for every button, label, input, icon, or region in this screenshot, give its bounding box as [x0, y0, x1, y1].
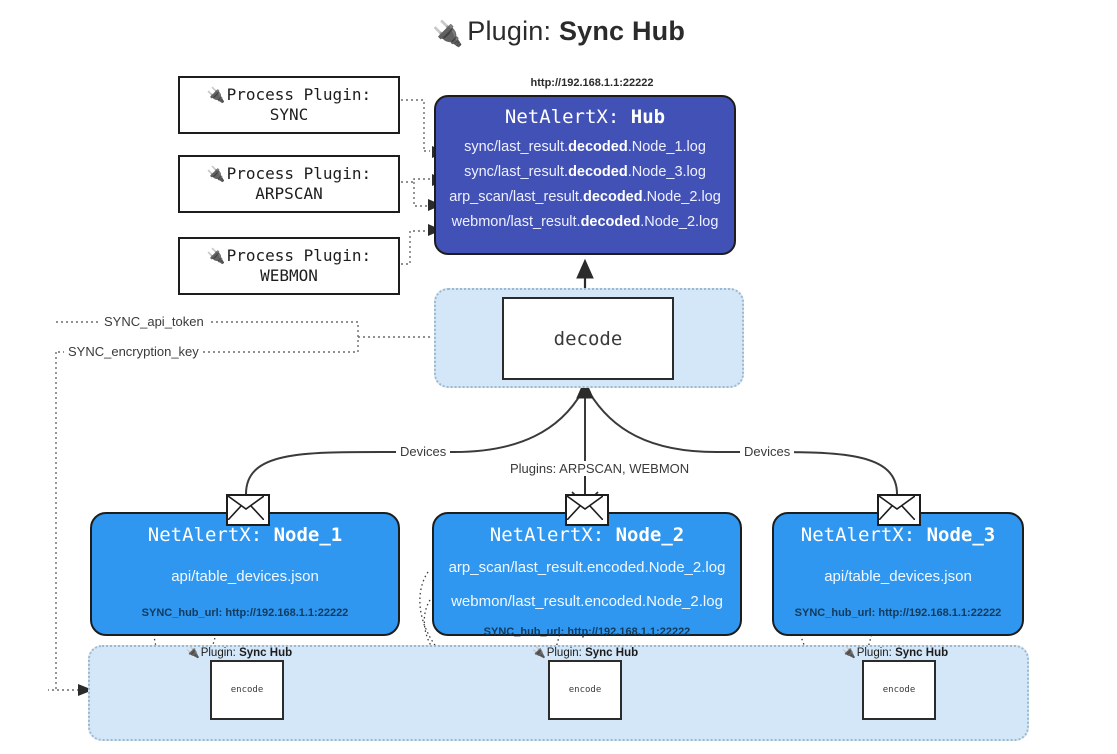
plug-icon: 🔌	[842, 647, 856, 659]
node-hub-url: SYNC_hub_url: http://192.168.1.1:22222	[141, 607, 349, 619]
plug-icon: 🔌	[206, 247, 226, 265]
hub-name: Hub	[630, 106, 666, 128]
hub-log-row: sync/last_result.decoded.Node_3.log	[464, 163, 706, 180]
encoder-label-2: 🔌Plugin: Sync Hub	[532, 647, 639, 659]
node-name: Node_2	[615, 524, 685, 546]
process-plugin-sync[interactable]: 🔌Process Plugin: SYNC	[178, 76, 400, 134]
node-hub-url: SYNC_hub_url: http://192.168.1.1:22222	[483, 625, 691, 638]
node-name: Node_1	[273, 524, 343, 546]
hub-log-row: webmon/last_result.decoded.Node_2.log	[451, 213, 719, 230]
encode-box-1[interactable]: encode	[210, 660, 284, 720]
encode-box-2[interactable]: encode	[548, 660, 622, 720]
setting-sync-api-token: SYNC_api_token	[100, 314, 208, 329]
node-file-line: api/table_devices.json	[171, 568, 319, 585]
envelope-icon	[565, 494, 609, 526]
edge-label-plugins: Plugins: ARPSCAN, WEBMON	[506, 461, 694, 476]
process-plugin-webmon[interactable]: 🔌Process Plugin: WEBMON	[178, 237, 400, 295]
encoder-label-1: 🔌Plugin: Sync Hub	[186, 647, 293, 659]
process-plugin-name: ARPSCAN	[255, 184, 323, 204]
hub-app-label: NetAlertX:	[504, 106, 620, 128]
decode-box[interactable]: decode	[502, 297, 674, 380]
plug-icon: 🔌	[206, 165, 226, 183]
node-app-label: NetAlertX:	[489, 524, 605, 546]
plug-icon: 🔌	[186, 647, 200, 659]
plug-icon: 🔌	[206, 86, 226, 104]
process-plugin-arpscan[interactable]: 🔌Process Plugin: ARPSCAN	[178, 155, 400, 213]
node-3[interactable]: NetAlertX: Node_3 api/table_devices.json…	[772, 512, 1024, 636]
title-prefix: Plugin:	[467, 16, 552, 46]
hub-log-row: arp_scan/last_result.decoded.Node_2.log	[449, 188, 721, 205]
process-plugin-name: SYNC	[269, 105, 309, 125]
node-file-line: arp_scan/last_result.encoded.Node_2.log	[448, 559, 726, 576]
process-plugin-name: WEBMON	[260, 266, 318, 286]
node-file-line: webmon/last_result.encoded.Node_2.log	[451, 593, 723, 611]
node-app-label: NetAlertX:	[147, 524, 263, 546]
encoder-label-3: 🔌Plugin: Sync Hub	[842, 647, 949, 659]
process-plugin-label: Process Plugin:	[226, 245, 372, 265]
edge-label-devices-left: Devices	[396, 444, 451, 459]
hub-node[interactable]: NetAlertX: Hub sync/last_result.decoded.…	[434, 95, 736, 255]
node-hub-url: SYNC_hub_url: http://192.168.1.1:22222	[794, 607, 1002, 619]
edge-label-devices-right: Devices	[740, 444, 795, 459]
plug-icon: 🔌	[431, 20, 464, 48]
process-plugin-label: Process Plugin:	[226, 163, 372, 183]
title-name: Sync Hub	[558, 16, 686, 46]
envelope-icon	[877, 494, 921, 526]
hub-url-label: http://192.168.1.1:22222	[530, 77, 654, 89]
envelope-icon	[226, 494, 270, 526]
node-2[interactable]: NetAlertX: Node_2 arp_scan/last_result.e…	[432, 512, 742, 638]
page-title: 🔌Plugin: Sync Hub	[0, 16, 1117, 48]
node-file-line: api/table_devices.json	[824, 568, 972, 585]
node-1[interactable]: NetAlertX: Node_1 api/table_devices.json…	[90, 512, 400, 636]
plug-icon: 🔌	[532, 647, 546, 659]
setting-sync-encryption-key: SYNC_encryption_key	[64, 344, 203, 359]
process-plugin-label: Process Plugin:	[226, 84, 372, 104]
encode-box-3[interactable]: encode	[862, 660, 936, 720]
node-name: Node_3	[926, 524, 996, 546]
hub-log-row: sync/last_result.decoded.Node_1.log	[464, 139, 706, 155]
node-app-label: NetAlertX:	[800, 524, 916, 546]
